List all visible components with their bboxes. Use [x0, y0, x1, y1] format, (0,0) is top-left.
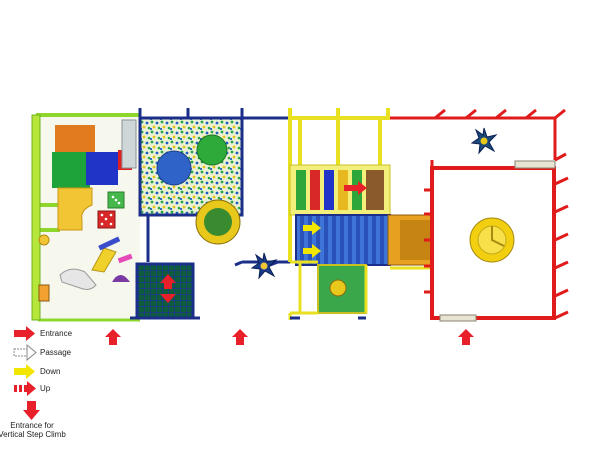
down-arrow-slide-1 [303, 221, 321, 235]
ball-pit-frame-posts [138, 108, 244, 262]
stair-step-yellow [338, 170, 348, 210]
vertical-climb-arrow [160, 274, 176, 303]
balance-beam-toy [91, 247, 117, 273]
spinner-toy-middle [250, 252, 278, 280]
stair-step-brown [366, 170, 384, 210]
entrance-arrow-1 [105, 329, 121, 345]
blue-toy [98, 236, 121, 251]
stair-step-blue [324, 170, 334, 210]
legend-down-icon [14, 364, 35, 379]
toddler-side-panel [31, 114, 41, 321]
legend-passage-icon [13, 343, 37, 362]
spinner-toy-right [470, 127, 498, 155]
ball-pit-blue-dome [156, 150, 192, 186]
legend [13, 326, 40, 420]
legend-entrance-label: Entrance [40, 329, 73, 338]
legend-vertical-entrance-label: Entrance for Vertical Step Climb [0, 421, 72, 439]
steering-wheel-panel [329, 279, 347, 297]
blue-slide [295, 214, 391, 266]
legend-vertical-entrance-icon [23, 401, 40, 420]
ball-pit-zone [130, 108, 290, 320]
legend-up-label: Up [40, 384, 51, 393]
white-roller-slide [59, 268, 97, 290]
wall-game-panel [38, 284, 50, 302]
toddler-zone [31, 113, 140, 322]
blue-soft-block [86, 152, 118, 185]
legend-passage-label: Passage [40, 348, 72, 357]
pink-toy [117, 253, 133, 264]
up-arrow-stairs [344, 181, 367, 195]
stair-step-green [296, 170, 306, 210]
purple-rocker [112, 275, 130, 282]
legend-vertical-entrance-line1: Entrance for [10, 421, 54, 430]
red-top-rail [390, 116, 557, 160]
toddler-climb-post [121, 119, 137, 169]
wall-game-disc [38, 234, 50, 246]
legend-up-icon [14, 381, 36, 396]
ball-pit-frame [138, 116, 244, 217]
legend-down-label: Down [40, 367, 61, 376]
legend-entrance-icon [14, 326, 35, 341]
enclosure-bench [514, 160, 556, 169]
ball-pit-green-dome [196, 134, 228, 166]
down-arrow-slide-2 [303, 244, 321, 258]
yellow-wave-slide [57, 187, 93, 231]
enclosure-mat [439, 314, 477, 322]
entrance-arrow-3 [458, 329, 474, 345]
green-soft-block [52, 152, 90, 188]
red-post-stubs [424, 108, 569, 320]
net-climb-cage [135, 262, 195, 320]
entrance-arrow-2 [232, 329, 248, 345]
tower-lower-frame [288, 260, 368, 320]
legend-vertical-entrance-line2: Vertical Step Climb [0, 430, 66, 439]
spiral-slide-zone [390, 108, 569, 322]
stair-step-red [310, 170, 320, 210]
tower-zone [288, 108, 438, 320]
